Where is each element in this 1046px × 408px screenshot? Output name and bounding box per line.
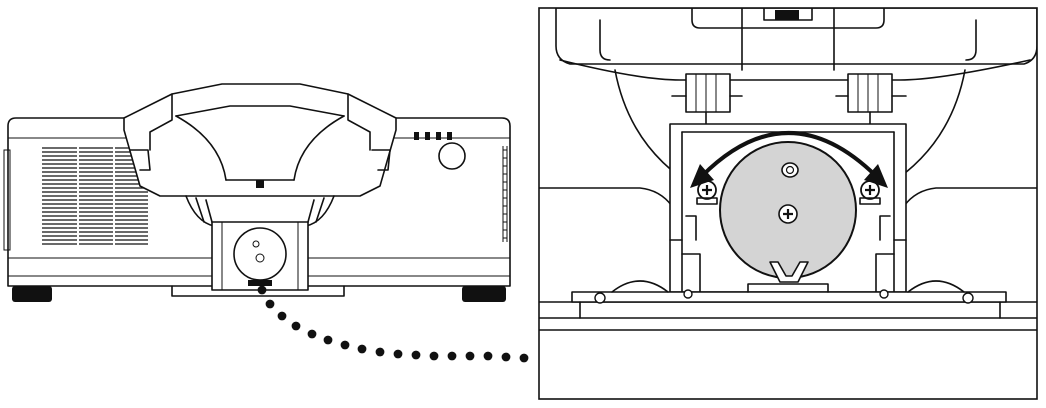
projector-icon — [3, 83, 511, 302]
side-vent — [502, 146, 508, 242]
front-vent — [42, 146, 148, 246]
phillips-screw-icon — [859, 180, 881, 205]
double-headed-curved-arrow-icon — [690, 131, 888, 188]
projector-feet — [12, 286, 506, 302]
phillips-screw-icon — [778, 204, 798, 224]
detail-hinge-left — [671, 73, 743, 127]
lamp-cover — [123, 83, 397, 197]
lamp-compartment — [185, 195, 335, 291]
lamp-detail-panel — [538, 7, 1038, 400]
bottom-rail — [171, 285, 345, 297]
detail-panel-border — [538, 7, 1038, 400]
indicator-leds — [414, 132, 452, 140]
sensor-lens — [438, 142, 466, 170]
detail-bottom-rail — [539, 280, 1037, 331]
rail-screw — [594, 289, 974, 304]
dotted-leader-line — [257, 285, 529, 363]
lamp-unit — [719, 141, 857, 283]
